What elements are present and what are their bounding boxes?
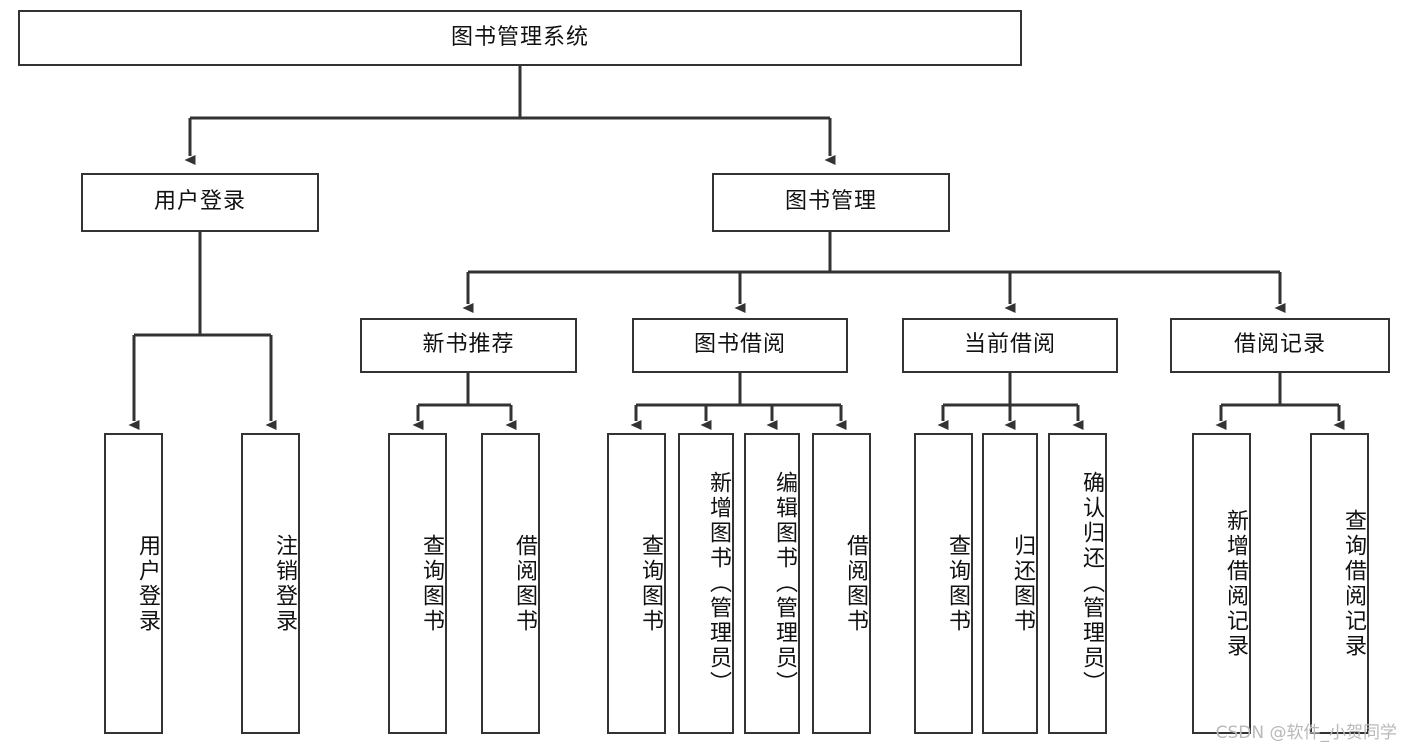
- leaf-label: 归还图书: [1010, 533, 1035, 634]
- node-borrow-record[interactable]: 借阅记录: [1170, 318, 1390, 373]
- leaf-user-login-sign-out[interactable]: 注销登录: [241, 433, 300, 734]
- leaf-label: 借阅图书: [512, 533, 537, 634]
- leaf-label: 用户登录: [135, 533, 160, 634]
- node-book-management[interactable]: 图书管理: [712, 173, 950, 232]
- leaf-book-borrow-query-book[interactable]: 查询图书: [607, 433, 666, 734]
- node-new-book-recommend[interactable]: 新书推荐: [360, 318, 577, 373]
- node-user-login-label: 用户登录: [153, 189, 246, 215]
- node-current-borrow[interactable]: 当前借阅: [902, 318, 1118, 373]
- leaf-new-book-borrow-book[interactable]: 借阅图书: [481, 433, 540, 734]
- node-root-label: 图书管理系统: [450, 24, 589, 50]
- leaf-current-borrow-return-book[interactable]: 归还图书: [982, 433, 1038, 734]
- leaf-current-borrow-confirm-return-admin[interactable]: 确认归还（管理员）: [1048, 433, 1107, 734]
- leaf-label: 新增借阅记录: [1223, 508, 1248, 659]
- csdn-watermark: CSDN @软件_小贺同学: [1215, 723, 1397, 743]
- leaf-book-borrow-edit-book-admin[interactable]: 编辑图书（管理员）: [744, 433, 800, 734]
- leaf-label: 查询图书: [945, 533, 970, 634]
- node-book-borrow-label: 图书借阅: [693, 332, 786, 358]
- node-root-book-management-system[interactable]: 图书管理系统: [18, 10, 1022, 66]
- leaf-user-login-sign-in[interactable]: 用户登录: [104, 433, 163, 734]
- leaf-current-borrow-query-book[interactable]: 查询图书: [914, 433, 973, 734]
- node-book-borrow[interactable]: 图书借阅: [632, 318, 848, 373]
- node-borrow-record-label: 借阅记录: [1233, 332, 1326, 358]
- leaf-label: 查询借阅记录: [1341, 508, 1366, 659]
- leaf-borrow-record-query-record[interactable]: 查询借阅记录: [1310, 433, 1369, 734]
- leaf-book-borrow-borrow-book[interactable]: 借阅图书: [812, 433, 871, 734]
- leaf-book-borrow-add-book-admin[interactable]: 新增图书（管理员）: [678, 433, 734, 734]
- node-user-login[interactable]: 用户登录: [81, 173, 319, 232]
- node-current-borrow-label: 当前借阅: [963, 332, 1056, 358]
- node-book-management-label: 图书管理: [784, 189, 877, 215]
- leaf-label: 查询图书: [419, 533, 444, 634]
- leaf-label: 新增图书（管理员）: [706, 471, 731, 696]
- leaf-new-book-query-book[interactable]: 查询图书: [388, 433, 447, 734]
- leaf-label: 确认归还（管理员）: [1079, 471, 1104, 696]
- leaf-label: 查询图书: [638, 533, 663, 634]
- leaf-label: 编辑图书（管理员）: [772, 471, 797, 696]
- leaf-borrow-record-add-record[interactable]: 新增借阅记录: [1192, 433, 1251, 734]
- node-new-book-recommend-label: 新书推荐: [422, 332, 515, 358]
- leaf-label: 借阅图书: [843, 533, 868, 634]
- leaf-label: 注销登录: [272, 533, 297, 634]
